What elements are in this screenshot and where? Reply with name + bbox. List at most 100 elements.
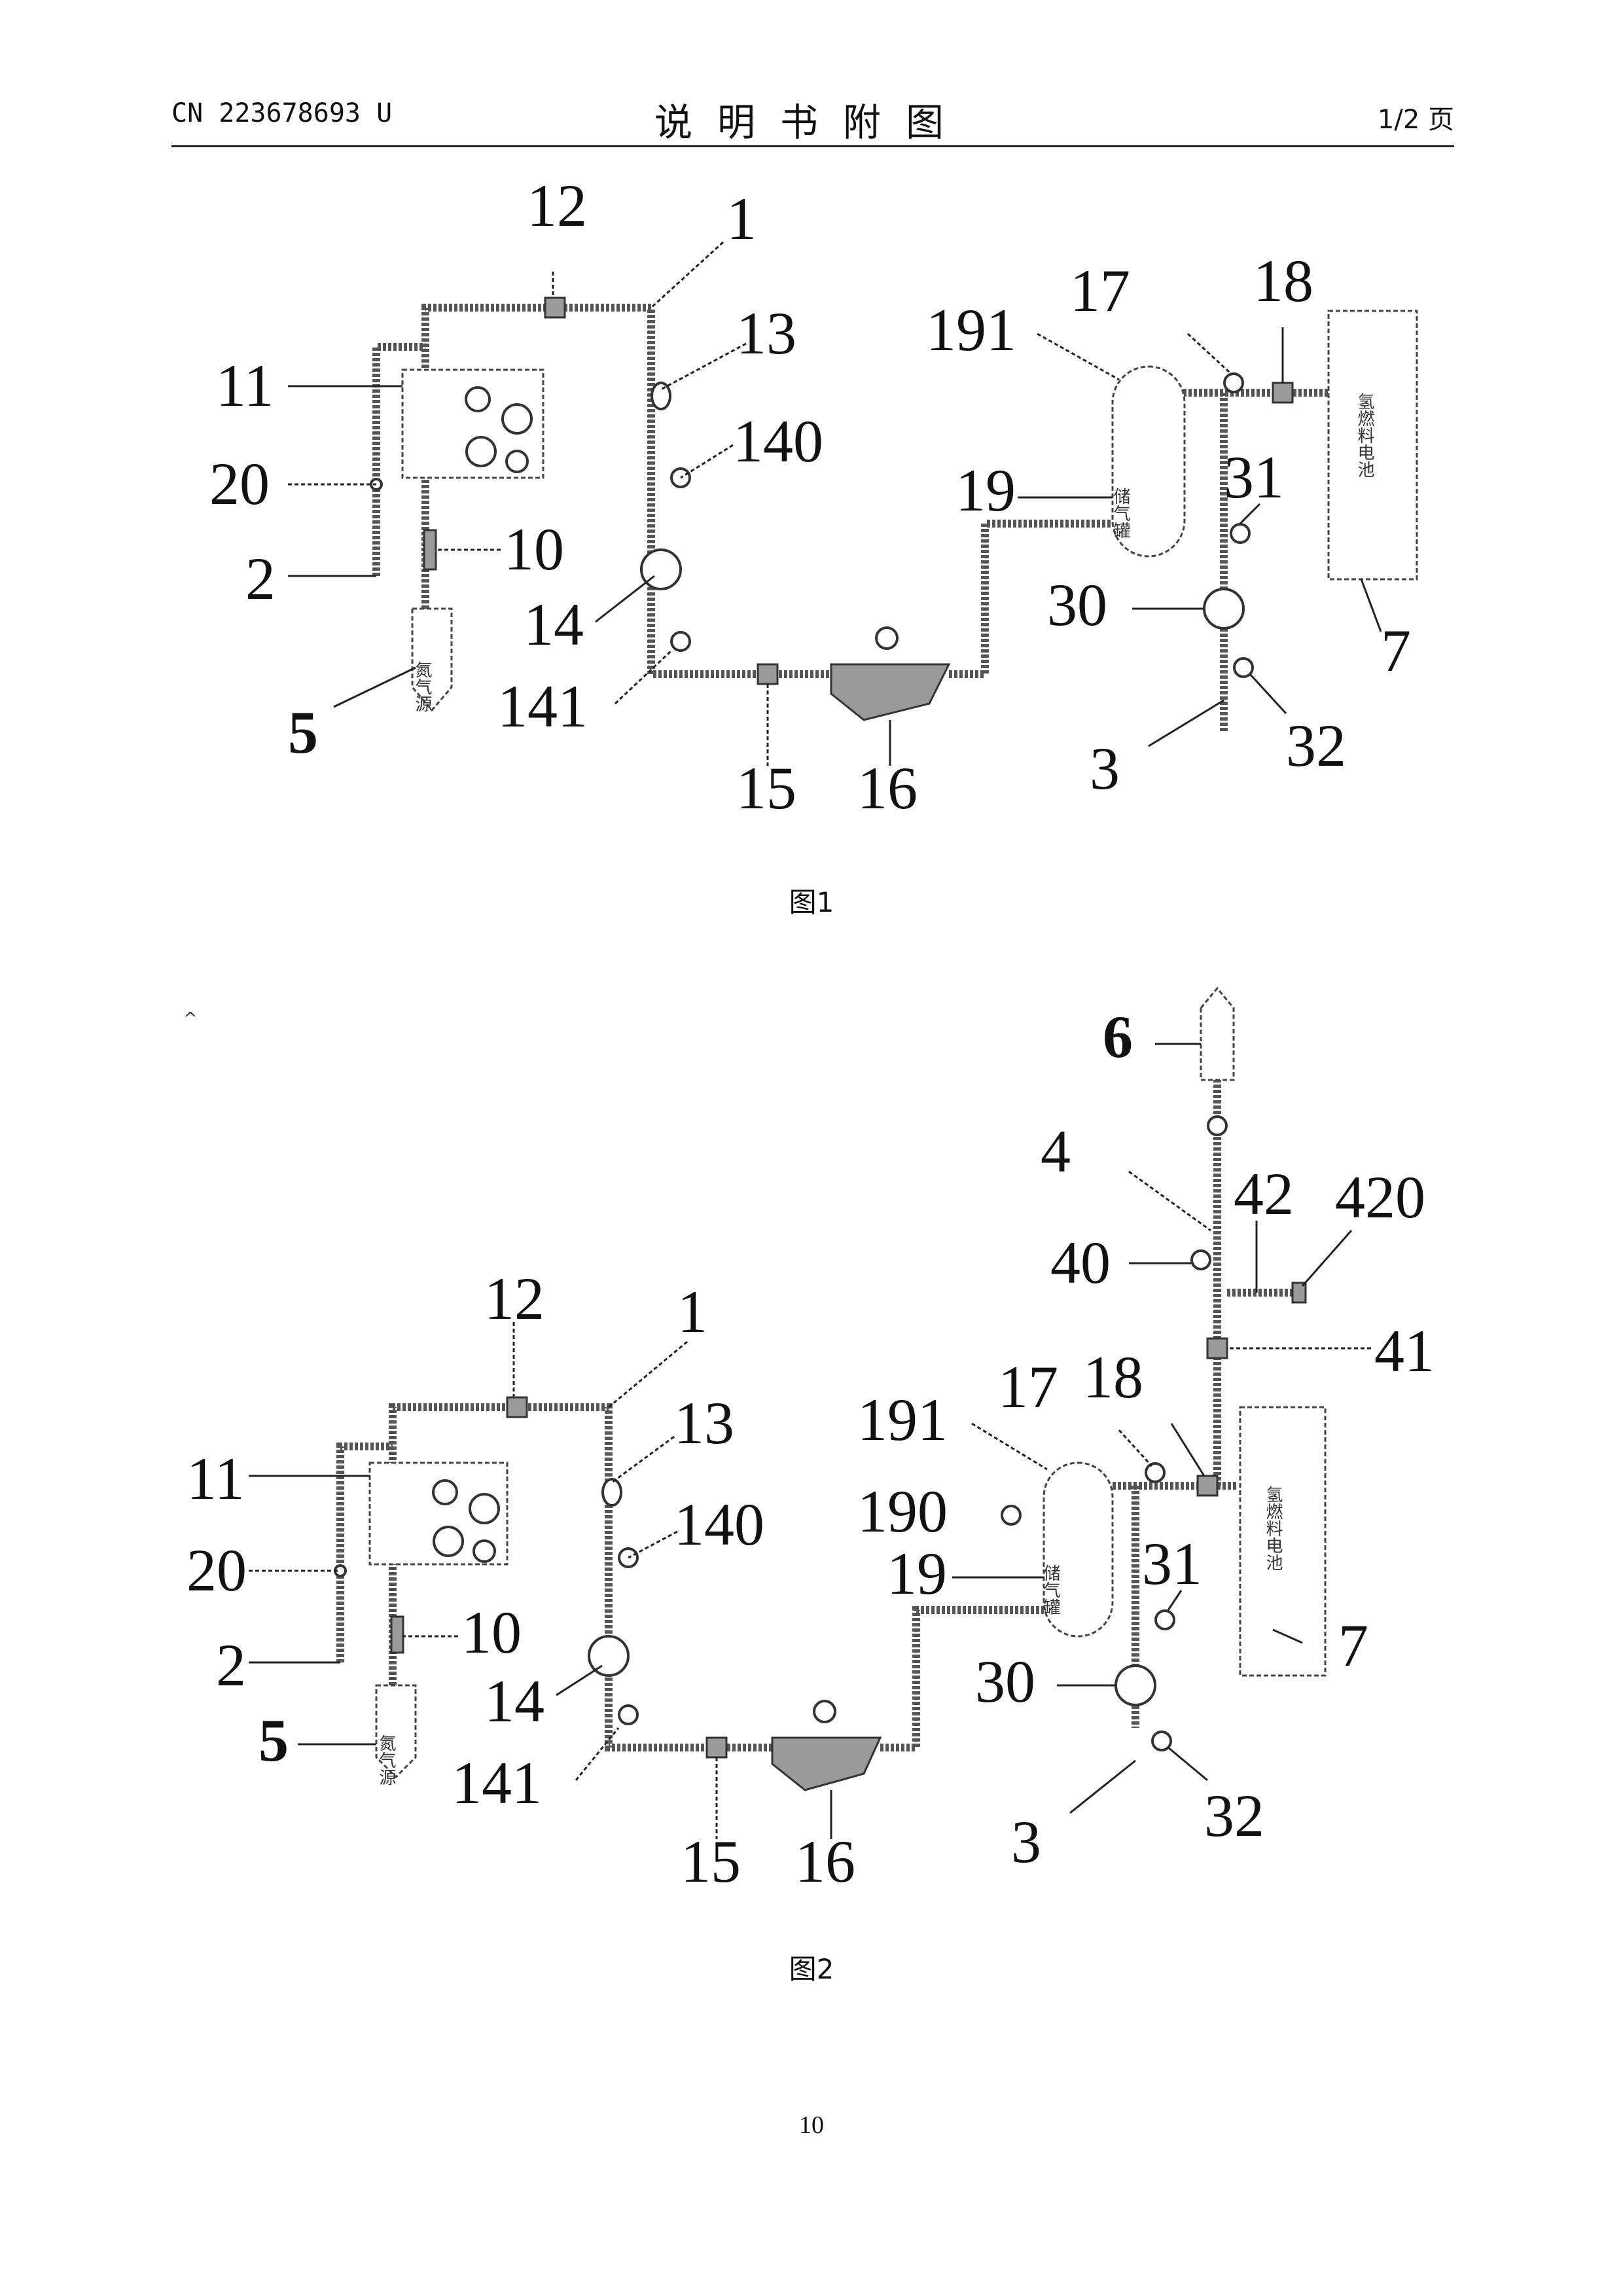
fig1-gauge-b: [503, 404, 531, 433]
fig1-label-30: 30: [1047, 571, 1107, 638]
fig1-label-191: 191: [926, 296, 1016, 363]
fig2-flowmeter-gauge: [814, 1701, 835, 1722]
fig2-label-420: 420: [1335, 1164, 1425, 1230]
fig1-label-10: 10: [504, 516, 564, 583]
fig2-fuel-cell-7: [1240, 1407, 1325, 1676]
fig1-valve-15: [758, 664, 777, 684]
fig2-leader-420: [1302, 1230, 1351, 1286]
fig2-leader-13: [612, 1437, 674, 1482]
fig1-label-13: 13: [736, 300, 796, 367]
fig1-label-32: 32: [1286, 712, 1346, 779]
fig1-gauge-31: [1231, 524, 1249, 543]
fig2-label-13: 13: [674, 1390, 734, 1456]
fig2-gauge-a: [433, 1480, 457, 1504]
fig2-label-141: 141: [452, 1749, 542, 1816]
fig1-leader-1: [651, 242, 723, 308]
fig2-leader-14: [556, 1666, 602, 1695]
fig2-valve-15: [707, 1738, 726, 1757]
fig1-label-19: 19: [955, 457, 1016, 524]
figure-1-caption: 图1: [0, 880, 1623, 920]
fig2-label-16: 16: [795, 1828, 855, 1895]
fig1-label-18: 18: [1253, 247, 1313, 314]
fig2-battery-tag: 氢燃料电池: [1263, 1486, 1283, 1571]
fig1-tank-tag: 储气罐: [1111, 488, 1130, 539]
fig2-gauge-d: [474, 1541, 495, 1562]
fig1-gauge-17: [1224, 374, 1243, 392]
fig2-label-14: 14: [484, 1668, 544, 1734]
fig2-valve-13: [603, 1479, 621, 1505]
fig2-valve-41: [1207, 1338, 1227, 1358]
fig1-leader-141: [615, 651, 671, 704]
fig2-leader-140: [628, 1532, 677, 1558]
fig1-label-141: 141: [497, 673, 588, 740]
fig1-pump-30: [1204, 589, 1243, 628]
fig2-label-17: 17: [998, 1354, 1058, 1420]
figure-2: ^ 氮气源 储气罐 氢燃料电池: [183, 988, 1435, 1895]
fig1-pump-14: [641, 550, 681, 589]
fig1-label-31: 31: [1224, 444, 1284, 511]
fig1-label-1: 1: [726, 185, 757, 252]
fig2-valve-10: [391, 1617, 403, 1653]
fig2-label-42: 42: [1234, 1160, 1294, 1227]
fig2-valve-top: [1208, 1117, 1226, 1135]
fig2-gauge-141: [619, 1706, 637, 1724]
fig2-source-tag: 氮气源: [376, 1734, 396, 1785]
fig1-label-12: 12: [527, 172, 587, 239]
fig1-label-5: 5: [288, 699, 318, 766]
fig1-leader-13: [661, 344, 746, 389]
fig1-label-11: 11: [216, 352, 274, 419]
fig2-label-18: 18: [1083, 1344, 1143, 1410]
fig2-source-6: [1201, 988, 1234, 1080]
fig2-leader-18: [1171, 1424, 1204, 1476]
fig2-label-20: 20: [187, 1537, 247, 1604]
fig1-label-7: 7: [1381, 617, 1411, 684]
fig1-flowmeter-16: [831, 664, 949, 720]
fig2-label-11: 11: [187, 1445, 245, 1512]
fig2-label-6: 6: [1103, 1003, 1133, 1070]
fig1-flowmeter-gauge: [876, 628, 897, 649]
fig1-gauge-32: [1234, 658, 1253, 677]
fig2-leader-32: [1168, 1748, 1207, 1780]
fig1-gauge-141: [671, 632, 690, 651]
fig1-leader-14: [596, 576, 654, 622]
fig1-label-17: 17: [1070, 257, 1130, 324]
fig1-valve-13: [652, 383, 670, 409]
fig1-valve-10: [424, 530, 436, 569]
fig2-label-15: 15: [681, 1828, 741, 1895]
fig2-label-30: 30: [975, 1648, 1035, 1715]
fig1-gauge-d: [507, 451, 527, 472]
fig2-label-190: 190: [857, 1478, 948, 1545]
fig2-gauge-c: [434, 1527, 463, 1556]
fig2-label-3: 3: [1011, 1808, 1041, 1875]
fig1-leader-32: [1250, 674, 1286, 713]
figure-1: 氮气源 储气罐 氢燃料电池 12: [209, 172, 1417, 821]
fig1-leader-191: [1037, 334, 1119, 380]
fig2-gauge-17: [1146, 1463, 1164, 1482]
fig1-label-16: 16: [857, 755, 918, 821]
fig1-label-140: 140: [733, 408, 823, 475]
fig2-stray-mark: ^: [183, 1009, 198, 1029]
fig2-label-32: 32: [1204, 1782, 1264, 1849]
fig2-label-5: 5: [259, 1707, 289, 1774]
fig1-label-14: 14: [524, 591, 584, 658]
fig2-label-12: 12: [484, 1265, 544, 1332]
fig2-label-191: 191: [857, 1386, 948, 1453]
fig2-gauge-31: [1156, 1611, 1174, 1629]
fig1-valve-12: [545, 298, 565, 317]
fig1-leader-17: [1188, 334, 1230, 373]
fig2-pump-30: [1116, 1666, 1155, 1705]
figure-2-caption: 图2: [0, 1947, 1623, 1987]
page-number: 10: [0, 2111, 1623, 2140]
fig1-leader-5: [334, 668, 416, 707]
fig1-leader-140: [681, 445, 733, 478]
fig1-battery-tag: 氢燃料电池: [1355, 393, 1374, 478]
fig2-label-140: 140: [674, 1491, 764, 1558]
fig2-leader-17: [1119, 1430, 1152, 1466]
fig2-valve-18: [1198, 1476, 1217, 1496]
fig1-gauge-c: [467, 437, 495, 466]
fig2-leader-191: [972, 1424, 1047, 1469]
fig2-gauge-190: [1002, 1506, 1020, 1524]
fig2-label-10: 10: [461, 1599, 522, 1666]
fig1-label-3: 3: [1090, 735, 1120, 802]
fig1-label-2: 2: [245, 545, 276, 612]
